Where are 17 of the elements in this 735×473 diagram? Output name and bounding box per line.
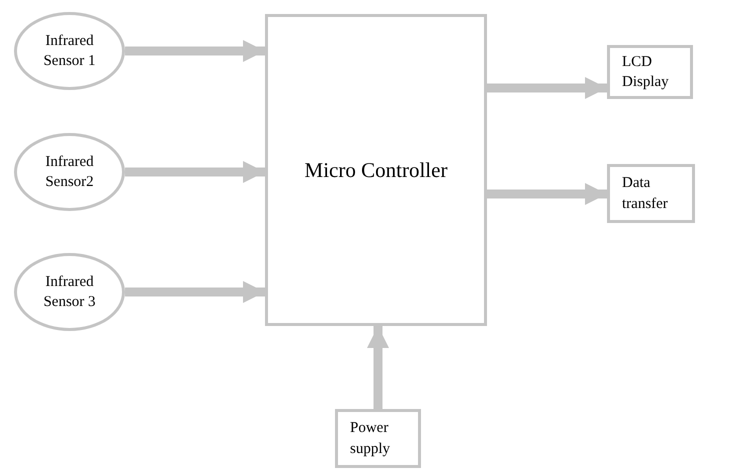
node-label: Infrared Sensor 3 xyxy=(42,272,97,312)
arrow xyxy=(125,161,265,183)
arrow xyxy=(487,77,607,99)
node-label: Data transfer xyxy=(622,174,669,214)
output-box xyxy=(607,45,693,99)
arrow xyxy=(125,40,265,62)
power-box xyxy=(335,409,421,468)
arrow xyxy=(125,281,265,303)
controller-box xyxy=(265,14,487,326)
node-label: Power supply xyxy=(350,419,392,458)
node-label: LCD Display xyxy=(622,52,670,92)
node-label: Infrared Sensor2 xyxy=(44,152,95,192)
arrow xyxy=(367,326,389,409)
output-box xyxy=(607,164,695,223)
node-label: Infrared Sensor 1 xyxy=(42,32,97,71)
arrow xyxy=(487,183,607,205)
node-label: Micro Controller xyxy=(304,156,448,184)
